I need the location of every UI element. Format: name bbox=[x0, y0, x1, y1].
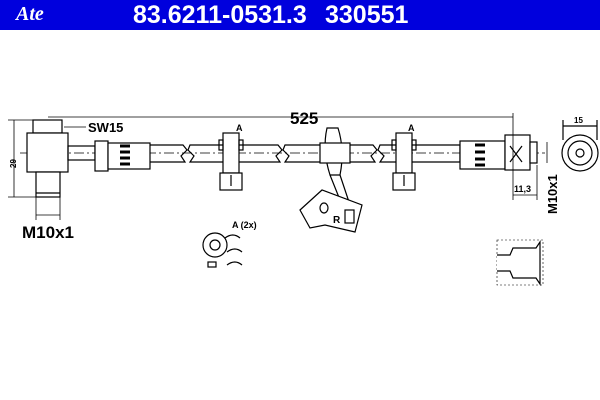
length-dim: 525 bbox=[290, 109, 318, 128]
hose bbox=[150, 144, 461, 163]
clip-label: A bbox=[408, 123, 415, 133]
clip-detail bbox=[202, 232, 243, 268]
port-section bbox=[496, 239, 544, 286]
width-dim: 15 bbox=[574, 116, 583, 125]
ate-logo: Ate bbox=[16, 3, 44, 25]
clip-detail-label: A (2x) bbox=[232, 220, 257, 230]
hose-clip bbox=[391, 132, 417, 191]
title-bar: Ate 83.6211-0531.3 330551 bbox=[0, 0, 600, 30]
left-banjo-fitting bbox=[26, 119, 151, 198]
reference-number: 330551 bbox=[325, 1, 409, 29]
thread-left: M10x1 bbox=[22, 223, 74, 242]
end-view bbox=[561, 120, 599, 172]
hose-clip bbox=[218, 132, 244, 191]
thread-right: M10x1 bbox=[545, 174, 560, 214]
wrench-size: SW15 bbox=[88, 120, 123, 135]
fitting-length-dim: 11,3 bbox=[514, 184, 531, 194]
grommet-bracket bbox=[299, 127, 363, 233]
part-number: 83.6211-0531.3 bbox=[133, 1, 307, 29]
height-dim: 29 bbox=[9, 159, 18, 168]
dimension-lines bbox=[8, 113, 548, 220]
clip-label: A bbox=[236, 123, 243, 133]
bracket-mark: R bbox=[333, 215, 341, 226]
right-fitting bbox=[459, 134, 538, 171]
